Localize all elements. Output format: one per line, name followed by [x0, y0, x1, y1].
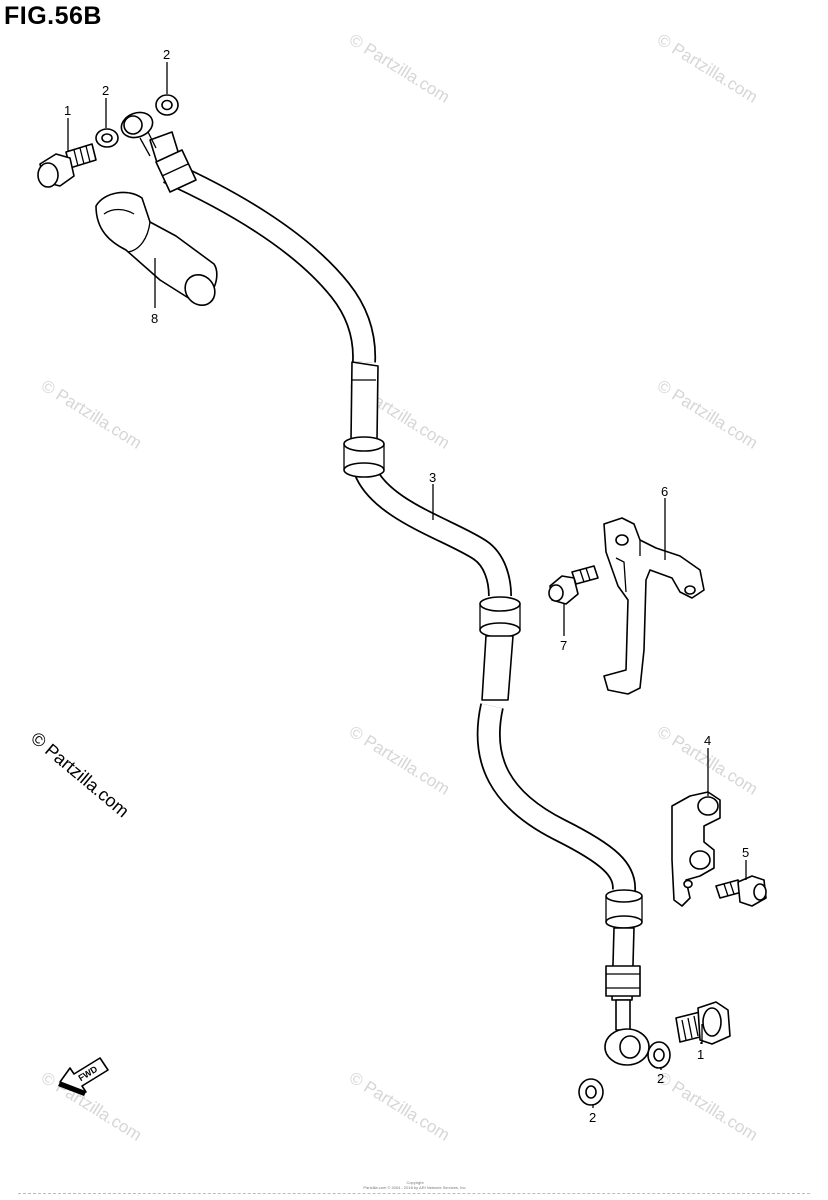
callout-2-top-a: 2 [102, 83, 109, 98]
washer-top-a [95, 128, 119, 148]
brake-hose [163, 161, 636, 891]
copyright: Copyright Partzilla.com © 2004 - 2018 by… [363, 1180, 467, 1190]
figure-title: FIG.56B [4, 2, 102, 30]
callout-7: 7 [560, 638, 567, 653]
callout-2-bottom-a: 2 [657, 1071, 664, 1086]
washer-top-b [155, 94, 179, 116]
union-bolt-top [37, 143, 97, 188]
bracket-bolt-7 [548, 565, 599, 605]
banjo-fitting-bottom [604, 1028, 650, 1066]
forward-arrow-icon: FWD [58, 1057, 109, 1096]
hose-clamp [671, 791, 721, 907]
hose-lower-fitting [605, 889, 643, 1031]
banjo-fitting-top [120, 111, 157, 157]
washer-bottom-a [647, 1041, 671, 1069]
hose-bracket-upper [603, 517, 705, 695]
hose-lower-tube [479, 596, 521, 701]
callout-2-bottom-b: 2 [589, 1110, 596, 1125]
callout-6: 6 [661, 484, 668, 499]
leader-lines [67, 62, 747, 1108]
hose-upper-fitting [149, 131, 197, 193]
rubber-boot [95, 191, 218, 307]
page-border [18, 1193, 810, 1194]
clamp-bolt-5 [715, 875, 767, 907]
callout-1-bottom: 1 [697, 1047, 704, 1062]
union-bolt-bottom [675, 1001, 731, 1045]
callout-3: 3 [429, 470, 436, 485]
callout-8: 8 [151, 311, 158, 326]
hose-middle-tube [343, 361, 385, 478]
washer-bottom-b [578, 1078, 604, 1106]
callout-4: 4 [704, 733, 711, 748]
callout-2-top-b: 2 [163, 47, 170, 62]
callout-5: 5 [742, 845, 749, 860]
callout-1-top: 1 [64, 103, 71, 118]
